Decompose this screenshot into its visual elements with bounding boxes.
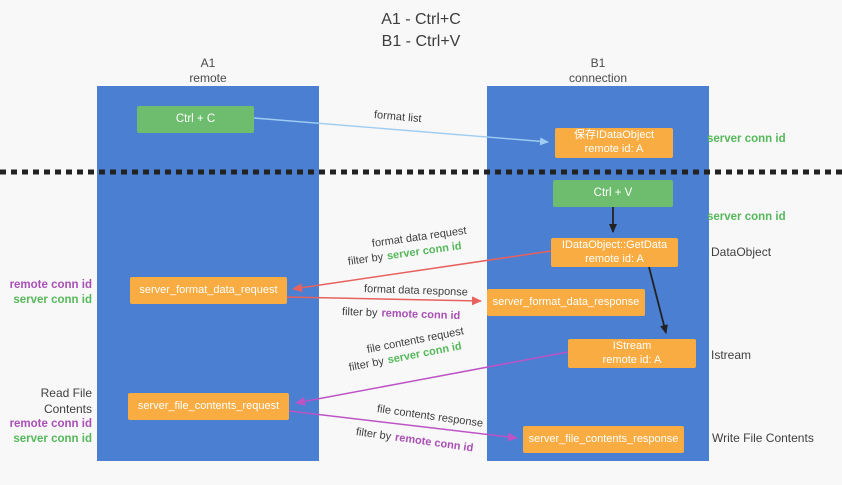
column-header-a1: A1 remote	[97, 56, 319, 86]
node-format-request-label: server_format_data_request	[139, 283, 278, 296]
node-save-idataobject-line2: remote id: A	[584, 143, 644, 155]
node-getdata-line1: IDataObject::GetData	[561, 238, 668, 251]
left-read-file-contents: Read File Contents	[40, 386, 92, 416]
node-file-response-label: server_file_contents_response	[528, 432, 679, 445]
title-line-2: B1 - Ctrl+V	[381, 32, 461, 50]
node-format-response-label: server_format_data_response	[492, 295, 640, 308]
node-ctrl-c: Ctrl + C	[137, 106, 254, 133]
side-label-server-conn-id-top: server conn id	[707, 133, 786, 145]
left-server-conn-id-2: server conn id	[13, 433, 92, 446]
diagram-title: A1 - Ctrl+C B1 - Ctrl+V	[0, 9, 842, 52]
node-idataobject-getdata: IDataObject::GetData remote id: A	[551, 238, 678, 267]
filter-by-text: filter by	[347, 355, 385, 374]
column-a1-subtitle: remote	[189, 71, 227, 85]
node-getdata-line2: remote id: A	[585, 252, 644, 265]
title-line-1: A1 - Ctrl+C	[381, 11, 461, 28]
side-label-server-conn-id-mid: server conn id	[707, 211, 786, 223]
column-b1-subtitle: connection	[568, 71, 628, 85]
filter-by-text: filter by	[341, 306, 378, 320]
node-istream-line1: IStream	[612, 339, 652, 352]
node-server-format-data-request: server_format_data_request	[130, 277, 287, 304]
filter-by-text: filter by	[347, 251, 384, 268]
column-b1-title: B1	[590, 56, 606, 70]
node-ctrl-v-label: Ctrl + V	[593, 187, 633, 200]
node-ctrl-v: Ctrl + V	[553, 180, 673, 207]
node-save-idataobject: 保存IDataObject remote id: A	[555, 128, 673, 158]
left-remote-conn-id-1: remote conn id	[9, 279, 92, 291]
column-a1-title: A1	[200, 56, 216, 70]
remote-conn-id-text: remote conn id	[394, 431, 474, 455]
edge-label-format-list: format list	[373, 109, 423, 126]
side-label-istream: Istream	[711, 348, 752, 362]
node-istream: IStream remote id: A	[568, 339, 696, 368]
edge-label-format-data-response: format data response	[363, 283, 469, 299]
node-save-idataobject-line1: 保存IDataObject	[573, 129, 655, 142]
node-server-format-data-response: server_format_data_response	[487, 289, 645, 316]
filter-by-text: filter by	[355, 426, 392, 443]
column-header-b1: B1 connection	[487, 56, 709, 86]
left-remote-conn-id-2: remote conn id	[9, 418, 92, 431]
edge-label-file-contents-response: file contents response	[376, 403, 484, 430]
node-istream-line2: remote id: A	[602, 353, 662, 366]
node-server-file-contents-response: server_file_contents_response	[523, 426, 684, 453]
node-file-request-label: server_file_contents_request	[137, 399, 280, 412]
node-server-file-contents-request: server_file_contents_request	[128, 393, 289, 420]
left-server-conn-id-1: server conn id	[13, 293, 92, 306]
side-label-write-file-contents: Write File Contents	[712, 431, 814, 445]
left-label-block-format: remote conn id server conn id	[0, 278, 92, 308]
remote-conn-id-text: remote conn id	[381, 307, 461, 323]
side-label-dataobject: DataObject	[711, 245, 772, 259]
left-label-block-file: Read File Contents remote conn id server…	[0, 386, 92, 447]
node-ctrl-c-label: Ctrl + C	[175, 113, 216, 126]
